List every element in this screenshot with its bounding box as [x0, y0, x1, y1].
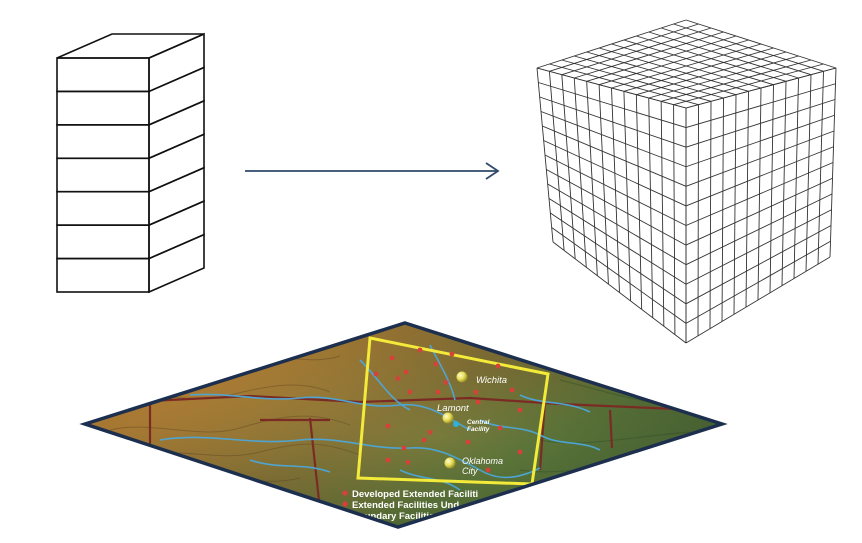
facility-marker: [497, 425, 503, 431]
stack-layer-front: [56, 190, 150, 226]
cube-left-hline: [552, 241, 687, 344]
legend-marker-extended: [342, 501, 348, 507]
facility-marker: [465, 439, 471, 445]
legend-item-extended: Extended Facilities Und: [352, 500, 459, 511]
cube-top-line: [574, 55, 724, 99]
stack-top-face: [56, 33, 205, 59]
cube-right-hline: [685, 99, 836, 148]
cube-left-hline: [548, 198, 687, 285]
facility-marker: [475, 399, 481, 405]
city-markers: [442, 371, 468, 469]
cube-left-hline: [544, 154, 687, 226]
cube-right-hline: [685, 114, 835, 168]
lamont-marker: [442, 412, 454, 424]
cube-top-line: [673, 23, 824, 72]
cube-left-hline: [542, 125, 687, 187]
stack-layer-front: [56, 157, 150, 193]
facility-marker: [485, 467, 491, 473]
cube-top-line: [561, 59, 712, 102]
cube-top-line: [598, 47, 749, 92]
cube-top-line: [685, 19, 837, 69]
stack-layer-side: [148, 99, 205, 160]
facility-marker: [449, 351, 455, 357]
cube-left-hline: [543, 140, 687, 207]
facility-markers: [373, 347, 523, 473]
stack-layer-front: [56, 90, 150, 126]
cube-right-hline: [685, 162, 834, 226]
facility-star-marker: [472, 388, 480, 396]
facility-star-marker: [442, 378, 450, 386]
oklahoma-city-marker: [444, 457, 456, 469]
cube-right-hline: [685, 240, 831, 324]
facility-star-marker: [426, 428, 434, 436]
facility-marker: [385, 457, 391, 463]
layer-stack-diagram: [56, 32, 205, 294]
cube-right-hline: [685, 83, 836, 129]
central-facility-marker: [453, 421, 459, 427]
facility-marker: [495, 363, 501, 369]
stack-layer-side: [148, 166, 205, 227]
cube-right-hline: [685, 209, 832, 285]
facility-marker: [421, 437, 427, 443]
cube-right-hline: [685, 225, 832, 305]
cube-top-line: [636, 35, 787, 82]
stack-layer-side: [148, 32, 205, 93]
facility-marker: [407, 389, 413, 395]
facility-marker: [401, 445, 407, 451]
cube-top-line: [623, 39, 774, 86]
cube-top-line: [611, 43, 762, 89]
cube-left-hline: [539, 96, 687, 148]
stack-layer-front: [56, 224, 150, 260]
wichita-marker: [456, 371, 468, 383]
cube-top-line: [536, 67, 687, 109]
facility-marker: [435, 389, 441, 395]
facility-marker: [509, 387, 515, 393]
cube-left-hline: [547, 183, 687, 266]
cube-left-hline: [550, 212, 687, 305]
cube-right-hline: [685, 256, 831, 344]
legend-marker-boundary: [342, 512, 348, 518]
city-label-lamont: Lamont: [437, 403, 469, 414]
cube-left-hline: [540, 111, 687, 168]
city-label-wichita: Wichita: [476, 375, 507, 386]
facility-marker: [389, 355, 395, 361]
facility-marker: [517, 407, 523, 413]
facility-marker: [385, 423, 391, 429]
cube-left-hline: [546, 169, 687, 246]
cube-left-hline: [538, 82, 687, 129]
grid-cube-diagram: [536, 19, 837, 344]
stack-layer-side: [148, 233, 205, 294]
legend-marker-developed: [342, 490, 348, 496]
facility-star-marker: [404, 458, 412, 466]
cube-top-line: [586, 51, 737, 96]
facility-star-marker: [394, 374, 402, 382]
stack-layer-front: [56, 124, 150, 160]
cube-right-hline: [685, 146, 834, 207]
cube-top-line: [661, 27, 812, 76]
stack-layer-front: [56, 257, 150, 293]
cube-top-line: [549, 63, 699, 106]
cube-top-line: [648, 31, 799, 79]
legend-item-developed: Developed Extended Faciliti: [352, 489, 478, 500]
cube-right-hline: [685, 130, 835, 187]
stack-layer-side: [148, 66, 205, 127]
stack-layer-side: [148, 133, 205, 193]
cube-right-hline: [685, 193, 833, 266]
legend-item-boundary: Boundary Facilities: [352, 511, 440, 522]
facility-marker: [403, 369, 409, 375]
cube-right-hline: [685, 177, 833, 246]
facility-marker: [373, 371, 379, 377]
transform-arrow: [245, 162, 500, 180]
facility-marker: [433, 361, 439, 367]
map-panel-border: [79, 321, 728, 529]
facility-marker: [417, 347, 423, 353]
cube-left-hline: [551, 227, 687, 324]
stack-layer-front: [56, 57, 150, 93]
stack-layer-side: [148, 199, 205, 260]
facility-marker: [517, 449, 523, 455]
